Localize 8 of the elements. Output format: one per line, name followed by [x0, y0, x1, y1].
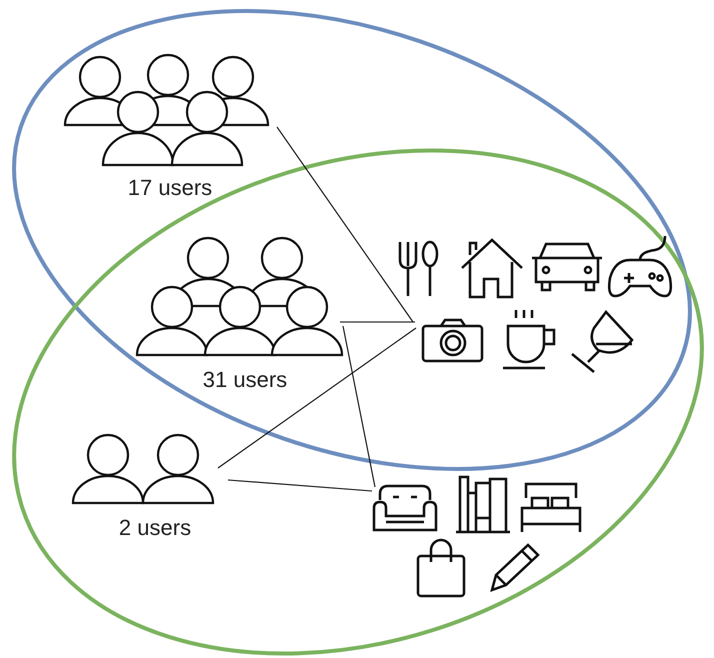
user-count: 17 users [128, 175, 212, 201]
connector-line [218, 328, 416, 468]
connector-line [340, 321, 415, 323]
user-count: 2 users [118, 515, 192, 541]
connector-line [342, 326, 376, 488]
connector-line [228, 479, 372, 492]
connector-line [276, 126, 414, 322]
user-count: 31 users [202, 367, 288, 393]
